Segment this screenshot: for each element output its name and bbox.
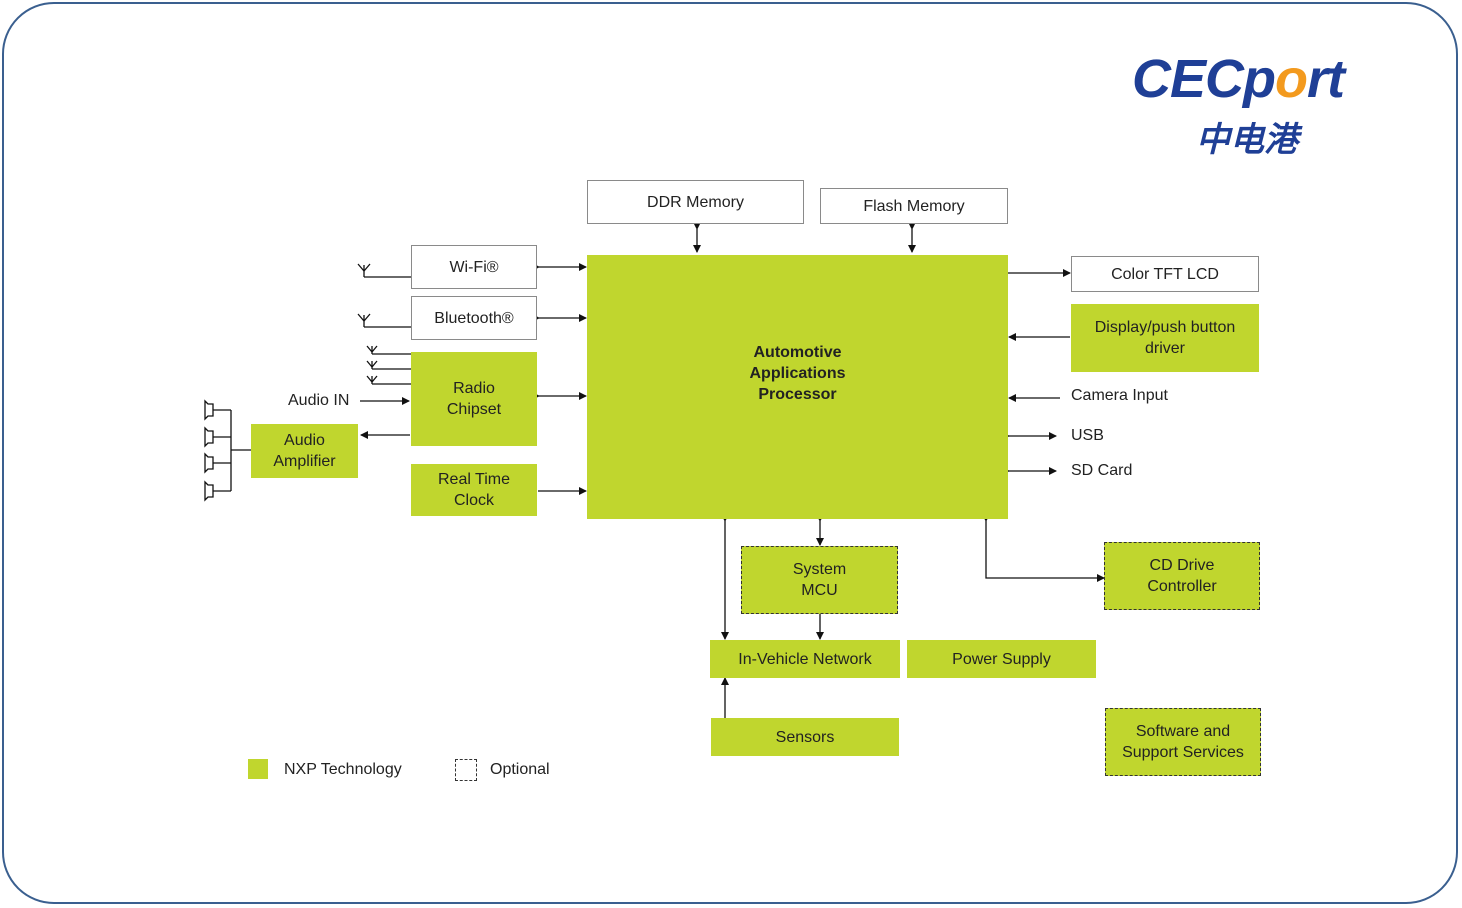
legend-optional-swatch xyxy=(455,759,477,781)
legend-nxp-swatch xyxy=(248,759,268,779)
software-support-block: Software and Support Services xyxy=(1105,708,1261,776)
bluetooth-block: Bluetooth® xyxy=(411,296,537,340)
automotive-processor-block: Automotive Applications Processor xyxy=(587,255,1008,519)
sensors-block: Sensors xyxy=(711,718,899,756)
cecport-logo: CECport xyxy=(1132,49,1345,109)
legend-optional-label: Optional xyxy=(490,761,550,778)
flash-memory-block: Flash Memory xyxy=(820,188,1008,224)
color-lcd-block: Color TFT LCD xyxy=(1071,256,1259,292)
audio-amplifier-block: Audio Amplifier xyxy=(251,424,358,478)
system-mcu-block: System MCU xyxy=(741,546,898,614)
cd-link xyxy=(982,514,1105,582)
cd-drive-block: CD Drive Controller xyxy=(1104,542,1260,610)
wifi-block: Wi-Fi® xyxy=(411,245,537,289)
rtc-block: Real Time Clock xyxy=(411,464,537,516)
usb-label: USB xyxy=(1071,427,1104,444)
cecport-logo-cn: 中电港 xyxy=(1196,121,1298,159)
display-driver-block: Display/push button driver xyxy=(1071,304,1259,372)
in-vehicle-network-block: In-Vehicle Network xyxy=(710,640,900,678)
radio-chipset-block: Radio Chipset xyxy=(411,352,537,446)
legend-nxp-label: NXP Technology xyxy=(284,761,402,778)
ddr-memory-block: DDR Memory xyxy=(587,180,804,224)
audio-in-label: Audio IN xyxy=(288,392,350,409)
sd-card-label: SD Card xyxy=(1071,462,1133,479)
power-supply-block: Power Supply xyxy=(907,640,1096,678)
camera-input-label: Camera Input xyxy=(1071,387,1168,404)
